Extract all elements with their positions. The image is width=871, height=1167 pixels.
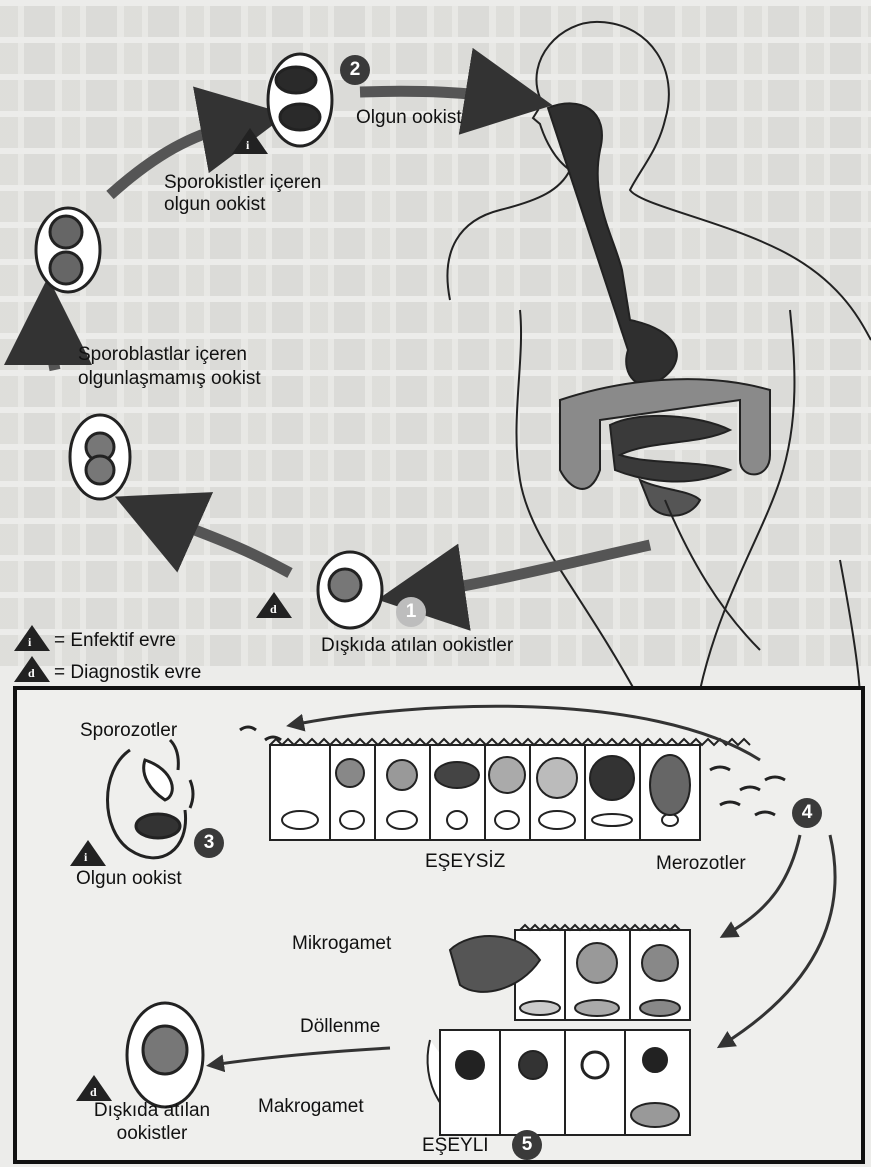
label-makrogamet: Makrogamet [258,1096,364,1118]
label-sporozotler: Sporozotler [80,720,177,742]
asexual-cells [270,739,750,840]
excretion-line [665,500,760,650]
legend-infective-icon: i [14,625,50,651]
connector-line [840,560,860,700]
stage-number-1: 1 [396,597,426,627]
stage-number-3: 3 [194,828,224,858]
legend-diagnostic-label: = Diagnostik evre [54,662,201,684]
label-diskida-inset-2: ookistler [52,1123,252,1145]
label-sporoblastlar-1: Sporoblastlar içeren [78,344,247,366]
sexual-cells-lower [428,1030,690,1135]
legend-diagnostic-icon: d [14,656,50,682]
label-sporokistler-1: Sporokistler içeren [164,172,321,194]
label-olgun-ookist-top: Olgun ookist [356,107,462,129]
stage-number-2: 2 [340,55,370,85]
label-sporokistler-2: olgun ookist [164,194,265,216]
oocyst-inset-excreted [127,1003,203,1107]
label-sporoblastlar-2: olgunlaşmamış ookist [78,368,261,390]
label-dollenme: Döllenme [300,1016,380,1038]
stage-number-5: 5 [512,1130,542,1160]
infective-stage-icon: i [232,128,268,154]
oocyst-mature-top [268,54,332,146]
label-olgun-ookist-inset: Olgun ookist [76,868,182,890]
oocyst-sporocysts [36,208,100,292]
oocyst-sporoblasts [70,415,130,499]
label-mikrogamet: Mikrogamet [292,933,391,955]
inset-diagnostic-icon: d [76,1075,112,1101]
label-eseyli: EŞEYLİ [422,1135,489,1157]
label-merozotler: Merozotler [656,853,746,875]
label-diskida-atilan-top: Dışkıda atılan ookistler [321,635,513,657]
legend-infective-label: = Enfektif evre [54,630,176,652]
diagnostic-stage-icon: d [256,592,292,618]
label-eseysiz: EŞEYSİZ [425,851,505,873]
oocyst-excreted [318,552,382,628]
digestive-tract [548,103,770,515]
stage-number-4: 4 [792,798,822,828]
inset-infective-icon: i [70,840,106,866]
label-diskida-inset-1: Dışkıda atılan [52,1100,252,1122]
